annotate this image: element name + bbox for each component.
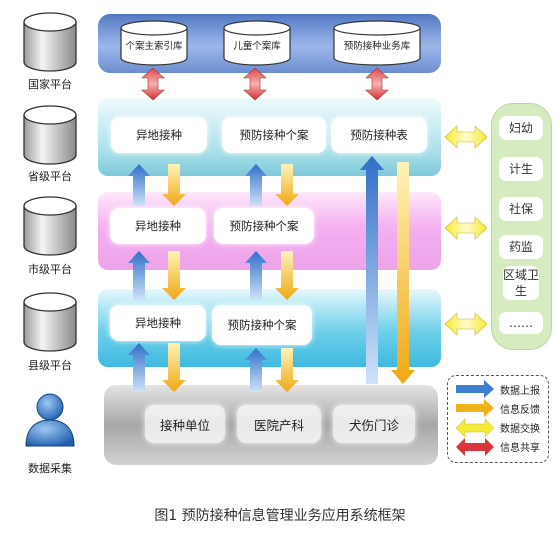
county-vaccination-cases: 预防接种个案	[212, 305, 312, 345]
database-cylinder-icon	[23, 12, 77, 72]
platform-label: 县级平台	[28, 359, 72, 372]
db-label: 预防接种业务库	[343, 41, 411, 52]
arrow-down-icon	[162, 251, 186, 300]
arrow-up-icon	[128, 251, 150, 300]
arrow-up-icon	[128, 164, 150, 206]
db-label: 儿童个案库	[233, 41, 281, 52]
arrow-up-icon	[245, 348, 267, 392]
legend-label: 信息共享	[500, 443, 540, 454]
database-cylinder-icon	[23, 292, 77, 352]
platform-label: 市级平台	[28, 263, 72, 276]
legend: 数据上报 信息反馈 数据交换 信息共享	[447, 375, 549, 463]
database-cylinder-icon	[120, 20, 188, 66]
double-arrow-icon	[455, 418, 495, 438]
dept-maternal-child: 妇幼	[499, 116, 543, 140]
dept-more: ……	[499, 312, 543, 334]
arrow-down-icon	[162, 343, 186, 392]
unit-vaccination-site: 接种单位	[145, 405, 225, 443]
legend-label: 数据交换	[500, 424, 540, 435]
province-vaccination-cases: 预防接种个案	[222, 117, 326, 153]
platform-label: 省级平台	[28, 170, 72, 183]
dept-family-planning: 计生	[499, 157, 543, 181]
legend-item: 数据交换	[456, 419, 546, 435]
province-remote-vaccination: 异地接种	[111, 117, 207, 153]
arrow-up-icon	[245, 164, 267, 206]
dept-social-security: 社保	[499, 197, 543, 221]
arrow-down-icon	[456, 399, 494, 417]
double-arrow-icon	[444, 125, 488, 336]
arrow-up-icon	[456, 380, 494, 398]
unit-hospital-obstetrics: 医院产科	[237, 405, 321, 443]
city-vaccination-cases: 预防接种个案	[214, 208, 314, 244]
arrow-up-icon	[128, 343, 150, 392]
double-arrow-icon	[141, 67, 389, 101]
database-cylinder-icon	[23, 105, 77, 165]
database-cylinder-icon	[23, 196, 77, 256]
arrow-down-icon	[275, 251, 299, 300]
county-remote-vaccination: 异地接种	[110, 305, 206, 341]
figure-caption: 图1 预防接种信息管理业务应用系统框架	[154, 508, 406, 524]
database-cylinder-icon	[333, 20, 421, 66]
legend-item: 信息共享	[456, 438, 546, 454]
legend-item: 信息反馈	[456, 400, 546, 416]
db-label: 个案主索引库	[125, 41, 183, 52]
arrow-up-icon	[245, 251, 267, 300]
double-arrow-icon	[456, 438, 494, 456]
dept-regional-health: 区域卫生	[503, 266, 540, 300]
departments-panel	[491, 103, 552, 350]
legend-label: 信息反馈	[500, 405, 540, 416]
city-remote-vaccination: 异地接种	[110, 208, 206, 244]
arrow-down-icon	[391, 162, 415, 384]
province-vaccination-table: 预防接种表	[331, 117, 427, 153]
arrow-up-icon	[360, 156, 384, 384]
arrow-down-icon	[275, 164, 299, 206]
dept-drug-supervision: 药监	[499, 235, 543, 259]
arrow-down-icon	[162, 164, 186, 206]
unit-dog-bite-clinic: 犬伤门诊	[333, 405, 415, 443]
legend-item: 数据上报	[456, 381, 546, 397]
legend-label: 数据上报	[500, 386, 540, 397]
collector-label: 数据采集	[28, 462, 72, 475]
platform-label: 国家平台	[28, 78, 72, 91]
arrow-down-icon	[275, 348, 299, 392]
database-cylinder-icon	[223, 20, 291, 66]
user-icon	[25, 393, 75, 447]
